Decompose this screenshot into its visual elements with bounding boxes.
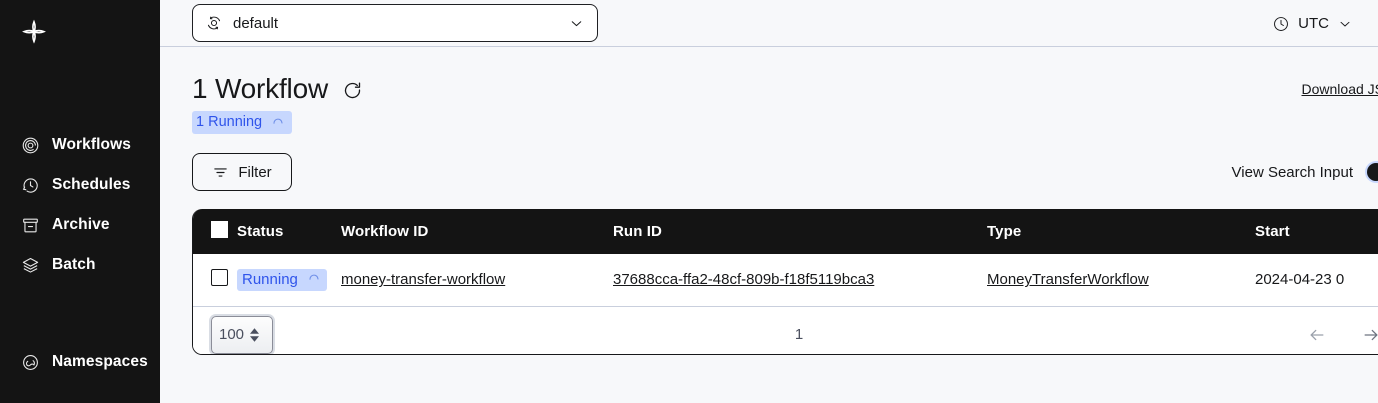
batch-icon: [20, 255, 40, 275]
namespace-value: default: [233, 14, 279, 32]
view-search-input-toggle[interactable]: View Search Input: [1232, 153, 1378, 191]
cell-status: Running: [237, 254, 341, 307]
sidebar-nav-secondary: Namespaces: [0, 342, 160, 382]
clock-icon: [1272, 15, 1290, 33]
temporal-logo[interactable]: [14, 14, 54, 54]
cell-run-id: 37688cca-ffa2-48cf-809b-f18f5119bca3: [613, 254, 987, 307]
column-header-type[interactable]: Type: [987, 223, 1022, 240]
timezone-value: UTC: [1298, 15, 1329, 32]
current-page-number: 1: [794, 326, 804, 343]
namespaces-icon: [20, 352, 40, 372]
namespace-icon: [205, 14, 223, 32]
column-header-status[interactable]: Status: [237, 223, 284, 240]
refresh-icon[interactable]: [342, 77, 363, 101]
download-json-link[interactable]: Download JSON: [1301, 81, 1378, 97]
chevron-down-icon: [1337, 16, 1353, 32]
select-all-header: [193, 209, 237, 254]
filter-icon: [212, 164, 229, 181]
row-status-label: Running: [242, 270, 298, 288]
column-header-run-id[interactable]: Run ID: [613, 223, 662, 240]
namespace-selector[interactable]: default: [192, 4, 598, 42]
filter-button-label: Filter: [238, 163, 272, 181]
column-header-workflow-id[interactable]: Workflow ID: [341, 223, 429, 240]
workflows-table: Status Workflow ID Run ID Type Start: [193, 209, 1378, 307]
schedules-icon: [20, 175, 40, 195]
sidebar-item-workflows[interactable]: Workflows: [0, 125, 160, 165]
archive-icon: [20, 215, 40, 235]
top-bar: default UTC: [160, 0, 1378, 47]
page-header: 1 Workflow: [192, 73, 1378, 105]
sidebar-item-label: Batch: [52, 256, 96, 273]
filter-button[interactable]: Filter: [192, 153, 292, 191]
row-checkbox[interactable]: [211, 269, 228, 287]
content-area: 1 Workflow Download JSON 1 Running: [160, 47, 1378, 403]
page-size-value: 100: [219, 326, 245, 343]
pagination-bar: 100 1: [193, 306, 1378, 354]
view-search-input-label: View Search Input: [1231, 163, 1353, 181]
cell-type: MoneyTransferWorkflow: [987, 254, 1255, 307]
cell-start: 2024-04-23 0: [1255, 254, 1378, 307]
timezone-selector[interactable]: UTC: [1272, 15, 1353, 33]
table-toolbar: Filter View Search Input: [192, 153, 1378, 191]
status-summary: 1 Running: [192, 111, 1378, 134]
table-header-row: Status Workflow ID Run ID Type Start: [193, 209, 1378, 254]
sidebar-item-label: Archive: [52, 216, 110, 233]
workflows-table-container: Status Workflow ID Run ID Type Start: [192, 209, 1378, 355]
toggle-track[interactable]: [1365, 161, 1378, 183]
arrow-left-icon[interactable]: [1305, 325, 1329, 345]
sidebar: Workflows Schedules: [0, 0, 160, 403]
page-title: 1 Workflow: [192, 73, 328, 104]
cell-workflow-id: money-transfer-workflow: [341, 254, 613, 307]
sidebar-item-label: Workflows: [52, 136, 131, 153]
run-id-link[interactable]: 37688cca-ffa2-48cf-809b-f18f5119bca3: [613, 271, 875, 289]
sidebar-item-batch[interactable]: Batch: [0, 245, 160, 285]
table-head: Status Workflow ID Run ID Type Start: [193, 209, 1378, 254]
spinner-arc-icon: [308, 271, 320, 288]
sidebar-nav-primary: Workflows Schedules: [0, 125, 160, 285]
sidebar-item-label: Namespaces: [52, 353, 148, 370]
select-all-checkbox[interactable]: [211, 221, 228, 238]
workflow-id-link[interactable]: money-transfer-workflow: [341, 271, 506, 289]
table-row[interactable]: Running money-transfer-workflow: [193, 254, 1378, 307]
sidebar-item-namespaces[interactable]: Namespaces: [0, 342, 160, 382]
row-select-cell: [193, 254, 237, 307]
badge-count-label: 1 Running: [196, 114, 263, 130]
sidebar-item-archive[interactable]: Archive: [0, 205, 160, 245]
page-size-select[interactable]: 100: [211, 315, 273, 354]
spinner-arc-icon: [272, 116, 284, 128]
sidebar-item-label: Schedules: [52, 176, 131, 193]
column-header-start[interactable]: Start: [1255, 223, 1290, 240]
workflows-icon: [20, 135, 40, 155]
row-status-badge[interactable]: Running: [237, 268, 327, 291]
sidebar-item-schedules[interactable]: Schedules: [0, 165, 160, 205]
main-area: default UTC: [160, 0, 1378, 403]
toggle-knob: [1367, 163, 1378, 181]
stepper-arrows-icon: [250, 327, 260, 342]
pagination-arrows: [1305, 325, 1378, 345]
status-badge-running[interactable]: 1 Running: [192, 111, 293, 134]
arrow-right-icon[interactable]: [1359, 325, 1378, 345]
topbar-right-group: UTC: [1272, 0, 1378, 47]
table-body: Running money-transfer-workflow: [193, 254, 1378, 307]
chevron-down-icon: [568, 15, 585, 32]
workflow-type-link[interactable]: MoneyTransferWorkflow: [987, 271, 1149, 289]
